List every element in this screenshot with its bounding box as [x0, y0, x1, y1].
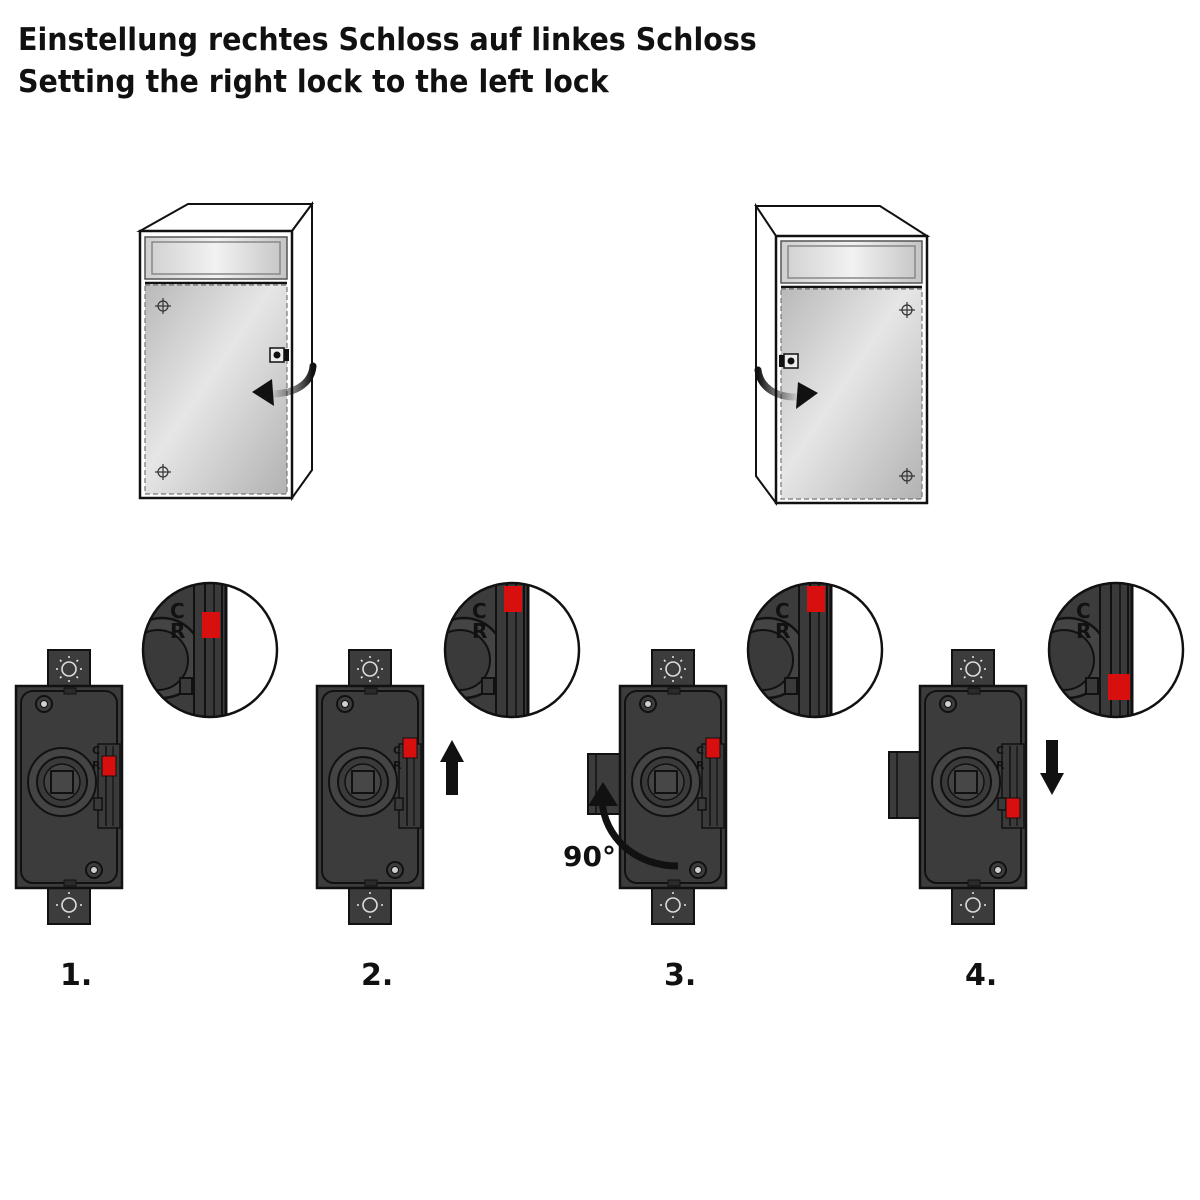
rotate-arrow-left [252, 362, 317, 406]
magnifier-step-3 [746, 581, 884, 719]
lock-step-3 [587, 648, 728, 926]
magnifier-step-1 [141, 581, 279, 719]
rotate-90-arrow-icon [588, 782, 679, 870]
lock-step-1 [14, 648, 124, 926]
step-number-2: 2. [361, 958, 394, 993]
arrow-down-icon [1040, 740, 1064, 795]
rotate-arrow-right [754, 366, 818, 409]
cabinet-left-lock [754, 202, 931, 507]
rotation-90-label: 90° [563, 840, 616, 873]
step-number-1: 1. [60, 958, 93, 993]
magnifier-step-2 [443, 581, 581, 719]
magnifier-step-4 [1047, 581, 1185, 719]
cabinet-right-lock [136, 200, 314, 502]
title-english: Setting the right lock to the left lock [18, 64, 609, 100]
lock-step-2 [315, 648, 425, 926]
lock-step-4 [888, 648, 1028, 926]
step-number-4: 4. [965, 958, 998, 993]
arrow-up-icon [440, 740, 464, 795]
step-number-3: 3. [664, 958, 697, 993]
title-german: Einstellung rechtes Schloss auf linkes S… [18, 22, 757, 58]
